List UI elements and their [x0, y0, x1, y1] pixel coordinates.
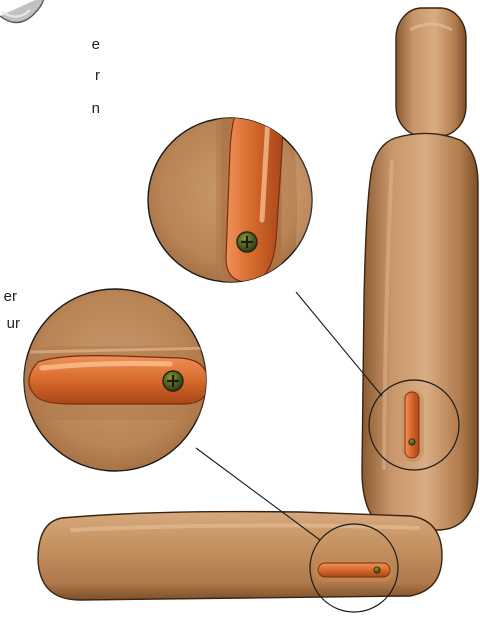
text-fragment-top-1: e: [78, 35, 100, 54]
seat-adjustment-knob-detail[interactable]: [29, 356, 208, 404]
screw-icon: [237, 232, 257, 252]
seat-cushion: [38, 512, 442, 600]
backrest-control-magnified: [148, 96, 312, 300]
text-fragment-middle-1: er: [0, 287, 17, 306]
screw-icon: [374, 567, 380, 573]
text-fragment-middle-2: ur: [0, 314, 20, 333]
backrest-adjustment-knob[interactable]: [402, 390, 424, 462]
seat-control-magnified: [22, 289, 218, 471]
backrest: [362, 133, 478, 530]
headrest: [396, 8, 466, 136]
partial-callout-circle: [0, 0, 44, 23]
text-fragment-top-2: r: [78, 66, 100, 85]
screw-icon: [409, 439, 415, 445]
text-fragment-top-3: n: [78, 99, 100, 118]
screw-icon: [163, 371, 183, 391]
backrest-adjustment-knob-detail[interactable]: [226, 97, 282, 282]
seat-adjustment-knob[interactable]: [314, 560, 394, 582]
